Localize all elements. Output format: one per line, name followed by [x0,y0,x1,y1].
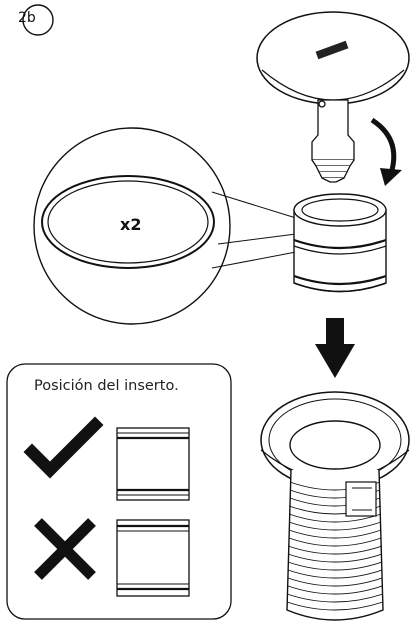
correct-insert [116,427,190,501]
waste-body [260,391,410,621]
plug-stem [311,99,355,183]
rotation-arrow-icon [370,117,402,186]
cross-icon [34,518,96,580]
quantity-label: x2 [120,215,142,234]
incorrect-insert [116,519,190,597]
seal-ring [47,180,209,264]
insert-sleeve [293,193,387,293]
note-title: Posición del inserto. [34,378,179,394]
step-label: 2b [18,10,36,26]
check-icon [23,416,104,479]
plug-cap [256,11,410,105]
step-circle [22,4,54,36]
detail-magnifier [33,127,297,325]
down-arrow-icon [315,318,355,378]
logo-plate [315,40,349,60]
